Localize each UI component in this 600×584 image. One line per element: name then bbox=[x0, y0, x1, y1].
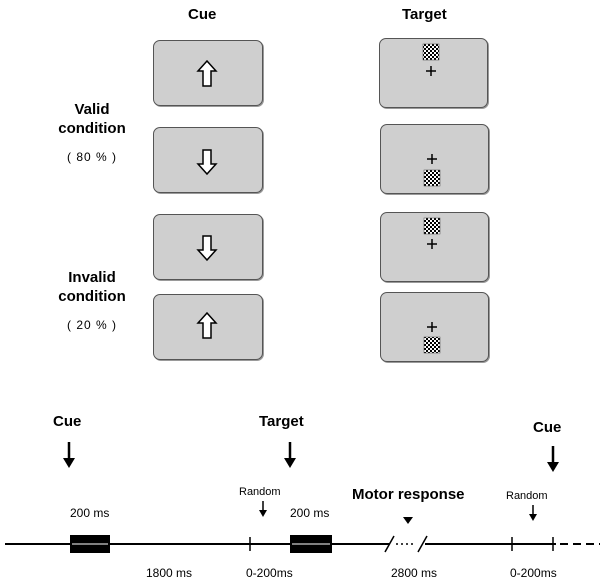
cue-duration-label: 200 ms bbox=[70, 506, 110, 520]
timeline-ticks bbox=[249, 537, 554, 551]
random-delay-arrow-icon bbox=[259, 501, 267, 517]
valid-percent: ( 80 % ) bbox=[66, 150, 117, 164]
interval-1800-label: 1800 ms bbox=[146, 566, 193, 580]
invalid-condition-line2: condition bbox=[58, 288, 126, 305]
cue-panel-4 bbox=[153, 294, 263, 360]
interval-0-200-label-1: 0-200ms bbox=[246, 566, 293, 580]
cue-stimulus-bar bbox=[70, 535, 110, 553]
down-arrow-icon bbox=[196, 235, 218, 262]
target-checkerboard-icon bbox=[423, 169, 441, 187]
up-arrow-icon bbox=[196, 311, 218, 339]
valid-condition-label: Valid condition bbox=[40, 100, 144, 138]
timeline-cue-label: Cue bbox=[53, 413, 82, 430]
timeline-next-cue-label: Cue bbox=[533, 419, 562, 436]
fixation-cross-icon bbox=[427, 239, 437, 249]
valid-condition-line1: Valid bbox=[74, 101, 110, 118]
cue-onset-arrow-icon bbox=[63, 442, 75, 468]
random-label-2: Random bbox=[506, 490, 548, 502]
target-duration-label: 200 ms bbox=[290, 506, 330, 520]
down-arrow-icon bbox=[196, 149, 218, 176]
cue-panel-2 bbox=[153, 127, 263, 193]
next-cue-arrow-icon bbox=[547, 446, 559, 472]
target-checkerboard-icon bbox=[423, 336, 441, 354]
cue-column-header: Cue bbox=[188, 6, 217, 23]
target-column-header: Target bbox=[402, 6, 447, 23]
fixation-cross-icon bbox=[427, 322, 437, 332]
target-checkerboard-icon bbox=[423, 217, 441, 235]
motor-response-label: Motor response bbox=[352, 486, 465, 503]
target-stimulus-bar bbox=[290, 535, 332, 553]
invalid-condition-line1: Invalid bbox=[68, 269, 116, 286]
fixation-cross-icon bbox=[426, 66, 436, 76]
invalid-percent: ( 20 % ) bbox=[66, 318, 117, 332]
interval-2800-label: 2800 ms bbox=[391, 566, 438, 580]
target-onset-arrow-icon bbox=[284, 442, 296, 468]
up-arrow-icon bbox=[196, 59, 218, 87]
random-delay-arrow-icon bbox=[529, 505, 537, 521]
invalid-condition-label: Invalid condition bbox=[40, 268, 144, 306]
valid-condition-line2: condition bbox=[58, 120, 126, 137]
motor-response-arrow-icon bbox=[403, 517, 413, 524]
interval-0-200-label-2: 0-200ms bbox=[510, 566, 557, 580]
target-checkerboard-icon bbox=[422, 43, 440, 61]
fixation-cross-icon bbox=[427, 154, 437, 164]
timeline-target-label: Target bbox=[259, 413, 304, 430]
random-label-1: Random bbox=[239, 486, 281, 498]
